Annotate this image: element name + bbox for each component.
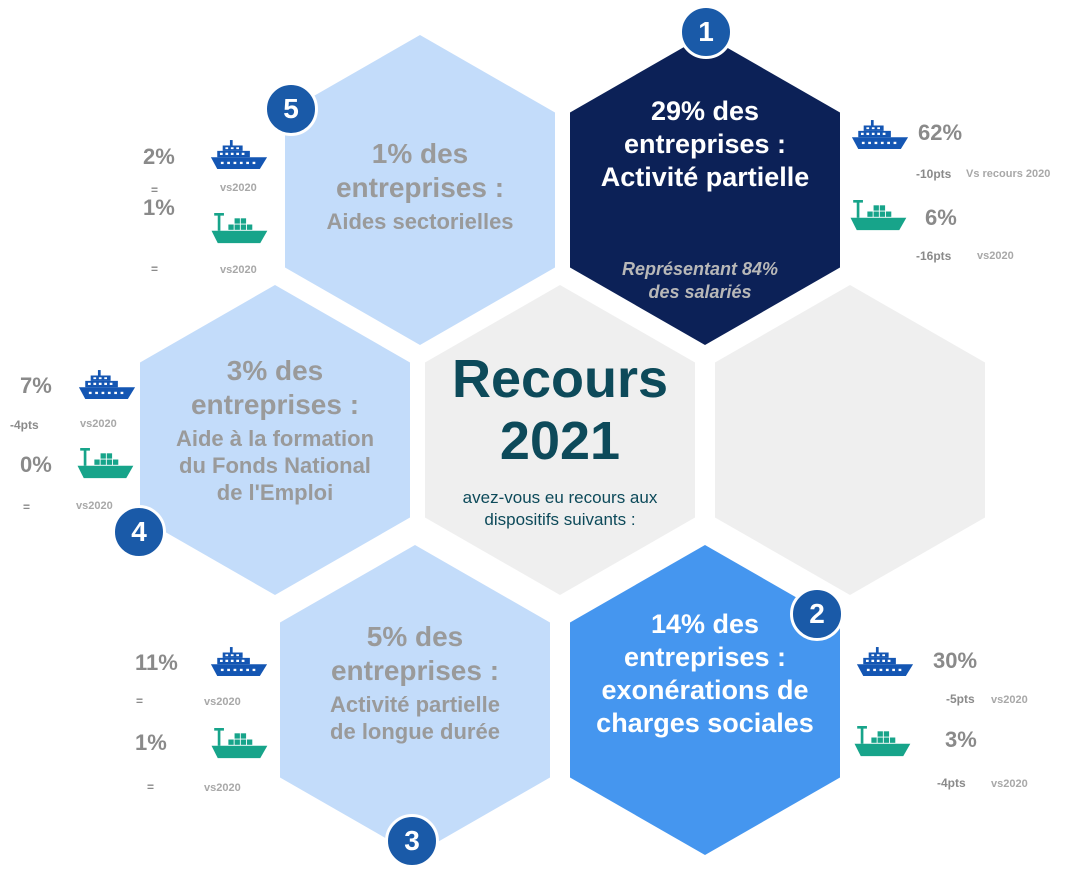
hex-4-cruise-vs: vs2020	[80, 418, 117, 430]
badge-4: 4	[112, 505, 166, 559]
hex-5-cruise-change: =	[151, 183, 159, 197]
hex-1-line2: entreprises :	[623, 128, 787, 159]
center-title-line2: 2021	[499, 411, 621, 472]
hex-1-line1: 29% des	[650, 96, 760, 126]
cargo-ship-icon	[850, 200, 907, 231]
hex-1-cruise-vs: Vs recours 2020	[966, 168, 1051, 180]
cargo-ship-icon	[211, 213, 268, 244]
hex-1-note-line2: des salariés	[648, 282, 752, 303]
cargo-ship-icon	[211, 728, 268, 759]
hex-gray-right	[715, 285, 985, 595]
cruise-ship-icon	[210, 140, 268, 170]
hex-5-text: 1% des entreprises : Aides sectorielles	[285, 137, 555, 236]
hex-4-cargo-vs: vs2020	[76, 500, 113, 512]
cargo-ship-icon	[854, 726, 911, 757]
hex-5-line1: 1% des	[371, 138, 469, 169]
hex-5-cruise-pct: 2%	[143, 144, 175, 169]
hex-1-note: Représentant 84% des salariés	[570, 258, 830, 305]
hex-3-cruise-pct: 11%	[135, 650, 178, 675]
hex-1-line3: Activité partielle	[600, 161, 810, 192]
hex-4-text: 3% des entreprises : Aide à la formation…	[140, 354, 410, 507]
hex-3-line1: 5% des	[366, 621, 464, 652]
cruise-ship-icon	[856, 647, 914, 677]
cruise-ship-icon	[210, 647, 268, 677]
center-subtitle: avez-vous eu recours aux dispositifs sui…	[425, 487, 695, 531]
hex-3-line4: de longue durée	[330, 719, 500, 745]
hex-1-cruise-change: -10pts	[916, 167, 952, 181]
hex-4-cruise-change: -4pts	[10, 418, 39, 432]
hex-3-cargo-pct: 1%	[135, 730, 167, 755]
hex-3-cruise-change: =	[136, 694, 144, 708]
hex-3-line3: Activité partielle	[330, 692, 500, 718]
center-title-line1: Recours	[451, 349, 669, 409]
hex-3	[280, 545, 550, 855]
badge-3: 3	[385, 814, 439, 868]
hex-5-cruise-vs: vs2020	[220, 182, 257, 194]
hex-2-line4: charges sociales	[596, 707, 814, 738]
hex-1-note-line1: Représentant 84%	[621, 259, 779, 279]
hex-4-line2: entreprises :	[190, 389, 360, 421]
cargo-ship-icon	[77, 448, 134, 479]
hex-2-cargo-vs: vs2020	[991, 778, 1028, 790]
hex-2-text: 14% des entreprises : exonérations de ch…	[570, 608, 840, 740]
hex-4-line4: du Fonds National	[179, 453, 371, 479]
hex-3-cargo-vs: vs2020	[204, 782, 241, 794]
hex-1-text: 29% des entreprises : Activité partielle	[570, 95, 840, 194]
cruise-ship-icon	[78, 370, 136, 400]
hex-3-text: 5% des entreprises : Activité partielle …	[280, 620, 550, 746]
badge-1: 1	[679, 5, 733, 59]
hex-1-cargo-change: -16pts	[916, 249, 952, 263]
badge-2: 2	[790, 587, 844, 641]
hex-2-cruise-pct: 30%	[933, 648, 978, 673]
hex-2-cargo-change: -4pts	[937, 776, 966, 790]
hex-1-cargo-pct: 6%	[925, 205, 957, 230]
hex-4-cargo-change: =	[23, 500, 31, 514]
hex-3-cruise-vs: vs2020	[204, 696, 241, 708]
center-subtitle-line2: dispositifs suivants :	[484, 510, 636, 530]
hex-2-line1: 14% des	[650, 609, 760, 639]
hex-2-line2: entreprises :	[623, 641, 787, 672]
cruise-ship-icon	[851, 120, 909, 150]
hex-3-line2: entreprises :	[330, 655, 500, 687]
hex-5-line2: entreprises :	[335, 172, 505, 204]
badge-5: 5	[264, 82, 318, 136]
hex-4-cargo-pct: 0%	[20, 452, 52, 477]
center-subtitle-line1: avez-vous eu recours aux	[462, 488, 658, 507]
hex-5-cargo-pct: 1%	[143, 195, 175, 220]
hex-2-cruise-vs: vs2020	[991, 694, 1028, 706]
hex-5-line3: Aides sectorielles	[326, 209, 514, 235]
hex-5-cargo-vs: vs2020	[220, 264, 257, 276]
center-title: Recours 2021	[425, 348, 695, 472]
hex-4-cruise-pct: 7%	[20, 373, 52, 398]
hex-2-cargo-pct: 3%	[945, 727, 977, 752]
hex-2-cruise-change: -5pts	[946, 692, 975, 706]
hex-1-cargo-vs: vs2020	[977, 250, 1014, 262]
hex-2-line3: exonérations de	[601, 674, 809, 705]
hex-4-line1: 3% des	[226, 355, 324, 386]
hex-5-cargo-change: =	[151, 262, 159, 276]
hex-1-cruise-pct: 62%	[918, 120, 963, 145]
hex-4-line3: Aide à la formation	[175, 426, 375, 452]
hex-3-cargo-change: =	[147, 780, 155, 794]
hex-4-line5: de l'Emploi	[216, 479, 334, 505]
